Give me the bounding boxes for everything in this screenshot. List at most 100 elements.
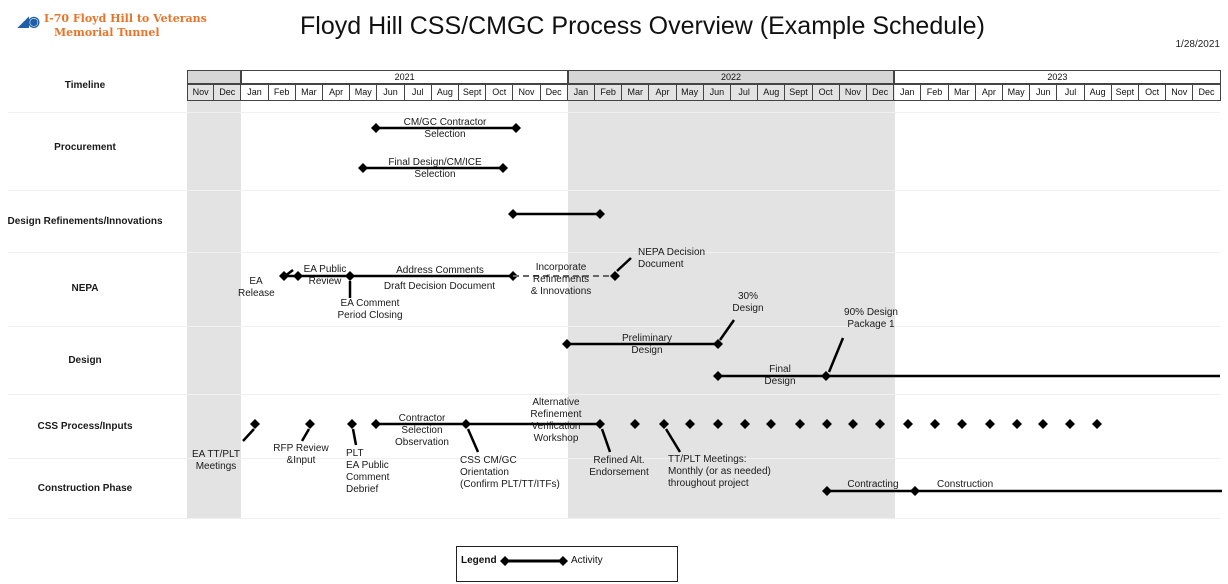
year-header: [187, 70, 242, 84]
label-preliminary-design: Preliminary Design: [621, 333, 672, 356]
month-header: Mar: [622, 84, 650, 101]
milestone-diamond: [511, 123, 521, 133]
milestone-diamond: [740, 419, 750, 429]
milestone-diamond: [822, 486, 832, 496]
month-header: Apr: [323, 84, 351, 101]
month-header: Jun: [1030, 84, 1058, 101]
milestone-diamond: [630, 419, 640, 429]
milestone-diamond: [795, 419, 805, 429]
month-header: Nov: [1166, 84, 1194, 101]
month-header: Jun: [377, 84, 405, 101]
month-header: Sept: [785, 84, 813, 101]
month-header: Oct: [486, 84, 514, 101]
month-header: May: [350, 84, 378, 101]
row-label-css: CSS Process/Inputs: [37, 421, 133, 432]
row-label-design: Design: [68, 355, 102, 366]
leader-line: [718, 319, 736, 341]
row-label-procurement: Procurement: [54, 142, 116, 153]
month-header: May: [1003, 84, 1031, 101]
milestone-diamond: [713, 339, 723, 349]
leader-line: [242, 428, 255, 442]
leader-line: [351, 428, 358, 446]
month-header: Jul: [1057, 84, 1085, 101]
month-header: May: [676, 84, 704, 101]
month-header: Apr: [975, 84, 1003, 101]
milestone-diamond: [1038, 419, 1048, 429]
month-header: Oct: [812, 84, 840, 101]
month-header: Dec: [214, 84, 242, 101]
month-header: Feb: [921, 84, 949, 101]
logo-emblem-icon: ◢◉: [18, 13, 40, 29]
milestone-diamond: [595, 419, 605, 429]
label-90-design: 90% Design Package 1: [844, 307, 898, 330]
milestone-diamond: [930, 419, 940, 429]
milestone-diamond: [250, 419, 260, 429]
month-header: Aug: [758, 84, 786, 101]
row-divider: [8, 518, 1220, 519]
month-header: Aug: [431, 84, 459, 101]
month-header: Feb: [268, 84, 296, 101]
month-header: Jan: [567, 84, 595, 101]
milestone-diamond: [371, 419, 381, 429]
month-header: Mar: [295, 84, 323, 101]
month-header: Jan: [894, 84, 922, 101]
leader-line: [600, 428, 612, 453]
month-header: Sept: [1111, 84, 1139, 101]
milestone-diamond: [957, 419, 967, 429]
row-label-design-refinements: Design Refinements/Innovations: [7, 216, 163, 227]
row-divider: [8, 394, 1220, 395]
label-alt-refinement: Alternative Refinement Verification Work…: [530, 397, 582, 444]
label-css-orientation: CSS CM/GC Orientation (Confirm PLT/TT/IT…: [460, 455, 560, 490]
year-header: 2021: [241, 70, 568, 84]
milestone-diamond: [822, 419, 832, 429]
month-header: Aug: [1084, 84, 1112, 101]
milestone-diamond: [1092, 419, 1102, 429]
leader-line: [827, 337, 845, 373]
label-30-design: 30% Design: [732, 291, 764, 314]
leader-line: [616, 257, 632, 272]
milestone-diamond: [685, 419, 695, 429]
month-header: Dec: [1193, 84, 1221, 101]
leader-line: [300, 428, 311, 442]
project-logo: ◢◉ I-70 Floyd Hill to Veterans Memorial …: [18, 12, 268, 46]
milestone-diamond: [713, 371, 723, 381]
milestone-diamond: [595, 209, 605, 219]
milestone-diamond: [461, 419, 471, 429]
legend-activity-symbol: [500, 556, 568, 566]
label-nepa-decision: NEPA Decision Document: [638, 247, 706, 270]
label-final-design: Final Design: [764, 364, 796, 387]
milestone-diamond: [875, 419, 885, 429]
label-ea-release: EA Release: [238, 276, 275, 299]
row-label-construction: Construction Phase: [37, 483, 133, 494]
label-ea-tt-plt: EA TT/PLT Meetings: [192, 449, 240, 472]
leader-line: [664, 428, 682, 453]
milestone-diamond: [358, 163, 368, 173]
row-label-nepa: NEPA: [71, 283, 99, 294]
logo-text-line1: I-70 Floyd Hill to Veterans: [44, 12, 207, 25]
label-final-design-selection: Final Design/CM/ICE Selection: [388, 157, 482, 180]
label-address-comments: Address Comments: [396, 265, 484, 276]
milestone-diamond: [821, 371, 831, 381]
row-divider: [8, 458, 1220, 459]
label-tt-plt-meetings: TT/PLT Meetings: Monthly (or as needed) …: [668, 454, 771, 489]
row-divider: [8, 190, 1220, 191]
month-header: Nov: [187, 84, 215, 101]
label-plt-debrief: PLT EA Public Comment Debrief: [346, 448, 390, 495]
milestone-diamond: [848, 419, 858, 429]
shade-pre-2021: [187, 70, 241, 518]
month-header: Jan: [241, 84, 269, 101]
row-divider: [8, 326, 1220, 327]
month-header: Jun: [703, 84, 731, 101]
milestone-diamond: [371, 123, 381, 133]
milestone-diamond: [1065, 419, 1075, 429]
month-header: Mar: [948, 84, 976, 101]
milestone-diamond: [910, 486, 920, 496]
legend-title: Legend: [461, 555, 497, 566]
label-ea-public-review: EA Public Review: [303, 264, 347, 287]
document-date: 1/28/2021: [1175, 39, 1221, 50]
milestone-diamond: [293, 271, 303, 281]
label-contracting: Contracting: [847, 479, 899, 490]
label-ea-comment-closing: EA Comment Period Closing: [337, 298, 403, 321]
month-header: Nov: [839, 84, 867, 101]
month-header: Jul: [731, 84, 759, 101]
